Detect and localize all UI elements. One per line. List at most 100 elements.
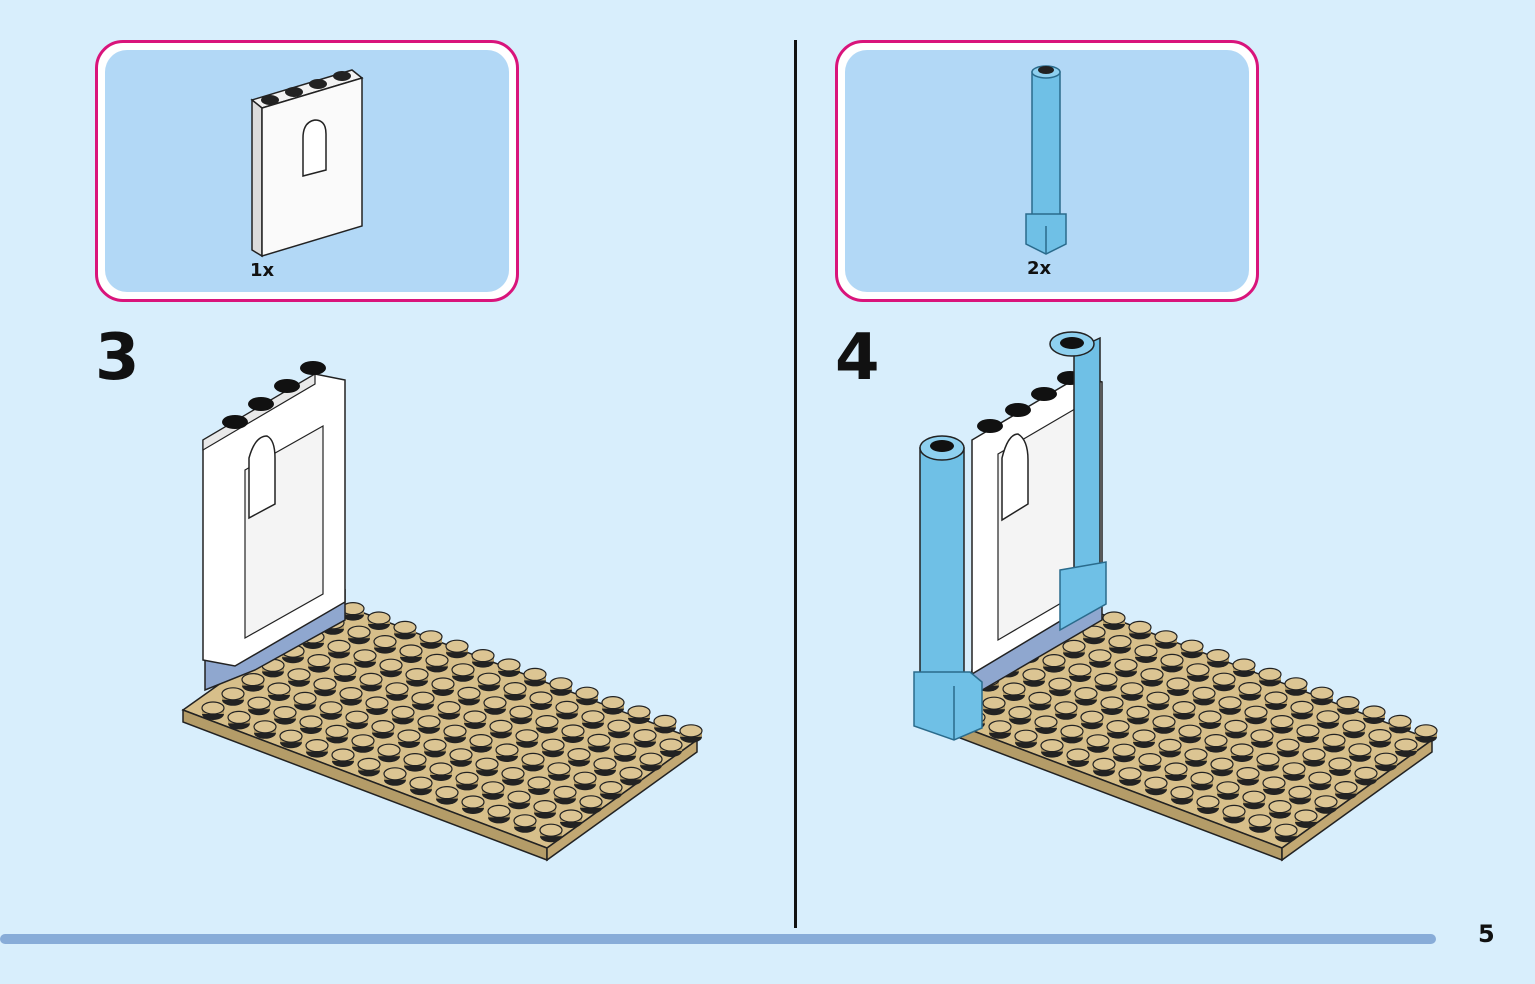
baseplate-stud [1186, 663, 1210, 682]
baseplate-stud [397, 729, 421, 748]
baseplate-stud [1232, 658, 1256, 677]
baseplate-stud [391, 705, 415, 725]
baseplate-stud [579, 795, 603, 814]
baseplate-stud [549, 677, 573, 696]
baseplate-stud [1192, 686, 1216, 706]
baseplate-stud [601, 696, 625, 715]
baseplate-stud [1198, 710, 1222, 729]
baseplate-stud [403, 753, 427, 772]
baseplate-stud [659, 738, 683, 757]
baseplate-stud [627, 705, 651, 724]
baseplate-stud [449, 748, 473, 767]
part-quantity: 1x [250, 260, 275, 281]
baseplate-stud [581, 710, 605, 729]
baseplate-stud [287, 668, 311, 687]
baseplate-stud [1290, 700, 1314, 720]
baseplate-stud [1374, 752, 1398, 772]
baseplate-stud [1102, 611, 1126, 630]
baseplate-stud [1328, 757, 1352, 776]
baseplate-stud [377, 743, 401, 763]
baseplate-stud [1314, 795, 1338, 814]
baseplate-stud [1238, 682, 1262, 701]
baseplate-stud [373, 635, 397, 654]
baseplate-stud [471, 649, 495, 668]
baseplate-stud [1022, 668, 1046, 687]
baseplate-stud [483, 696, 507, 715]
baseplate-stud [1264, 691, 1288, 710]
baseplate-stud [305, 739, 329, 758]
baseplate-stud [1160, 653, 1184, 673]
baseplate-stud [419, 630, 443, 649]
baseplate-stud [523, 667, 547, 687]
baseplate-stud [429, 762, 453, 781]
baseplate-stud [561, 724, 585, 743]
baseplate-stud [507, 790, 531, 810]
baseplate-stud [553, 785, 577, 805]
baseplate-stud [1212, 672, 1236, 692]
baseplate-stud [345, 710, 369, 730]
baseplate-stud [1086, 734, 1110, 753]
baseplate-stud [241, 673, 265, 692]
baseplate-stud [1154, 630, 1178, 649]
baseplate-stud [1288, 785, 1312, 805]
baseplate-stud [573, 771, 597, 791]
baseplate-stud [409, 776, 433, 796]
page-number: 5 [1478, 920, 1495, 948]
baseplate-stud [299, 715, 323, 734]
baseplate-stud [1244, 705, 1268, 725]
baseplate-stud [487, 804, 511, 824]
baseplate-stud [1184, 748, 1208, 767]
baseplate-stud [307, 654, 331, 673]
baseplate-stud [379, 658, 403, 678]
baseplate-stud [325, 724, 349, 744]
baseplate-stud [435, 786, 459, 805]
baseplate-stud [1074, 687, 1098, 706]
baseplate-stud [1114, 658, 1138, 678]
baseplate-stud [1126, 705, 1150, 725]
baseplate-stud [1250, 729, 1274, 748]
baseplate-stud [371, 720, 395, 739]
baseplate-stud [201, 701, 225, 720]
baseplate-stud [293, 691, 317, 711]
baseplate-stud [1354, 766, 1378, 786]
baseplate-stud [261, 658, 285, 678]
baseplate-stud [503, 682, 527, 701]
baseplate-stud [1034, 715, 1058, 734]
baseplate-stud [1146, 691, 1170, 711]
white-wall-panel-part-icon [250, 69, 364, 258]
step-4-assembly-illustration [913, 331, 1438, 862]
baseplate-stud [613, 743, 637, 762]
baseplate-stud [1258, 667, 1282, 687]
baseplate-stud [385, 682, 409, 701]
baseplate-stud [619, 766, 643, 786]
baseplate-stud [423, 738, 447, 758]
baseplate-stud [1158, 738, 1182, 758]
baseplate-stud [1040, 739, 1064, 758]
baseplate-stud [1236, 767, 1260, 786]
baseplate-stud [1230, 743, 1254, 762]
baseplate-stud [1414, 724, 1438, 743]
light-blue-column-part-icon [1025, 65, 1067, 255]
baseplate-stud [367, 611, 391, 630]
baseplate-stud [339, 687, 363, 706]
baseplate-stud [1336, 696, 1360, 715]
baseplate-stud [1334, 781, 1358, 800]
baseplate-stud [455, 771, 479, 791]
baseplate-stud [1100, 696, 1124, 715]
baseplate-stud [1002, 682, 1026, 701]
baseplate-stud [497, 658, 521, 677]
baseplate-stud [1362, 705, 1386, 724]
baseplate-stud [527, 776, 551, 795]
baseplate-stud [347, 625, 371, 645]
baseplate-stud [319, 701, 343, 720]
baseplate-stud [1248, 814, 1272, 833]
baseplate-stud [1256, 752, 1280, 772]
baseplate-stud [1128, 620, 1152, 640]
baseplate-stud [481, 781, 505, 800]
baseplate-stud [1242, 790, 1266, 810]
baseplate-stud [1348, 743, 1372, 762]
baseplate-stud [351, 734, 375, 753]
baseplate-stud [327, 639, 351, 659]
baseplate-stud [227, 710, 251, 730]
baseplate-stud [411, 691, 435, 711]
